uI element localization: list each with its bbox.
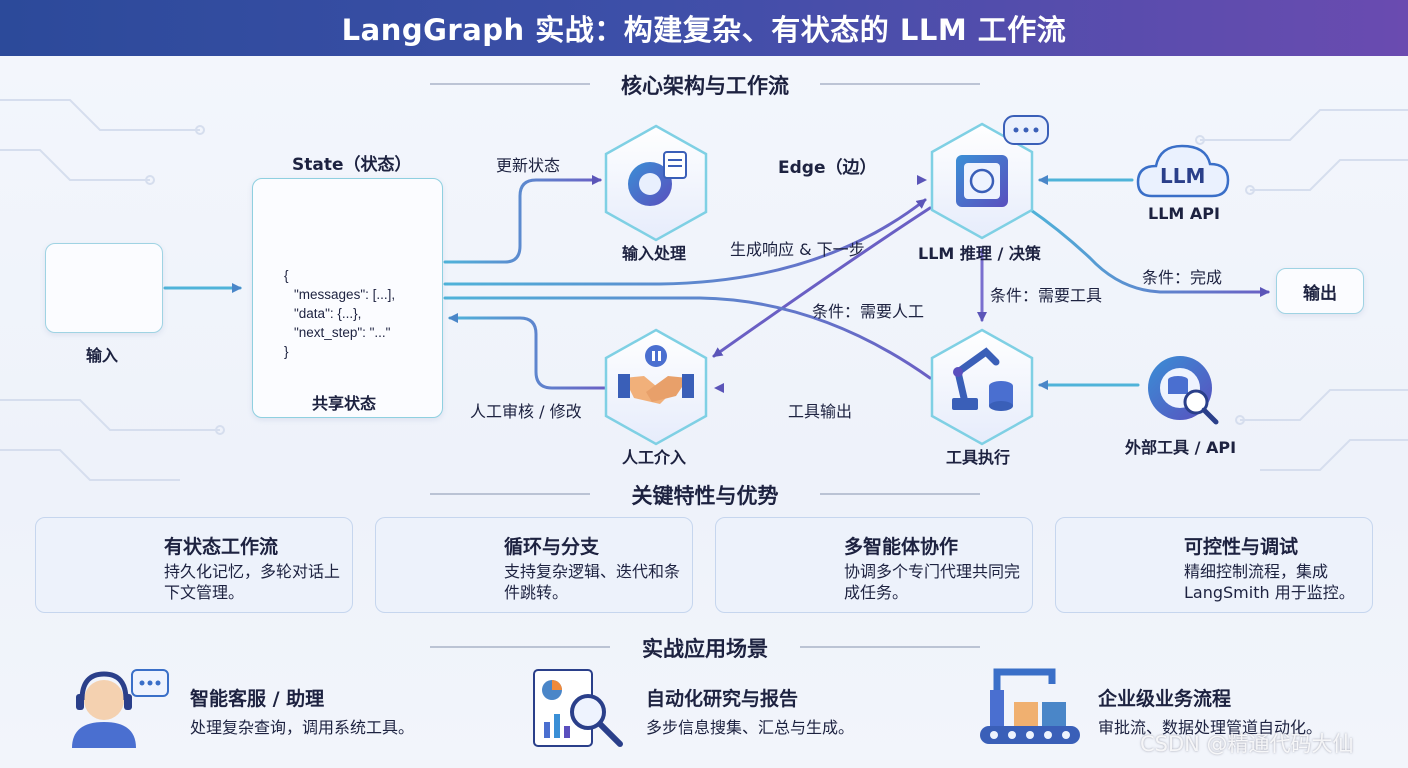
llm-reasoning-label: LLM 推理 / 决策	[918, 244, 1041, 263]
edge-label-update-state: 更新状态	[496, 156, 561, 175]
robot-arm-database-icon	[952, 347, 1013, 411]
chat-bubble-icon	[1003, 115, 1049, 145]
output-node: 输出	[1276, 268, 1364, 314]
code-line: "data": {...},	[294, 306, 362, 321]
edge-label-gen-response: 生成响应 & 下一步	[730, 240, 865, 259]
input-node	[45, 243, 163, 333]
feature-card-control: 可控性与调试 精细控制流程，集成 LangSmith 用于监控。	[1055, 517, 1373, 613]
circuit-decoration	[0, 99, 1408, 481]
scenario-title: 智能客服 / 助理	[190, 688, 325, 710]
hex-llm-reasoning	[930, 115, 1049, 240]
title-banner: LangGraph 实战：构建复杂、有状态的 LLM 工作流	[0, 0, 1408, 56]
report-magnifier-icon	[533, 669, 623, 747]
edge-label-tool-output: 工具输出	[788, 402, 853, 421]
page-title: LangGraph 实战：构建复杂、有状态的 LLM 工作流	[341, 13, 1067, 47]
code-line: {	[284, 268, 289, 283]
handshake-icon	[618, 345, 694, 404]
state-node	[252, 178, 443, 418]
code-line: "next_step": "..."	[294, 325, 391, 340]
edge-label-human-review: 人工审核 / 修改	[470, 402, 582, 421]
robot-arm-conveyor-icon	[980, 668, 1080, 744]
feature-title: 有状态工作流	[164, 536, 279, 558]
headset-agent-icon	[72, 669, 169, 748]
gear-document-icon	[628, 151, 687, 206]
ai-chip-icon	[956, 155, 1008, 207]
scenario-desc: 审批流、数据处理管道自动化。	[1098, 718, 1323, 737]
scenario-title: 企业级业务流程	[1098, 688, 1232, 710]
feature-card-stateful: 有状态工作流 持久化记忆，多轮对话上下文管理。	[35, 517, 353, 613]
human-label: 人工介入	[622, 448, 687, 467]
scenario-desc: 多步信息搜集、汇总与生成。	[646, 718, 855, 737]
scenario-title: 自动化研究与报告	[646, 688, 799, 710]
feature-title: 循环与分支	[504, 536, 600, 558]
hex-input-processing	[604, 124, 708, 242]
hex-tool-exec	[930, 328, 1034, 446]
gear-database-magnifier-icon	[1148, 356, 1219, 425]
code-line: "messages": [...],	[294, 287, 396, 302]
edge-cond-done	[1026, 206, 1270, 297]
edge-human-review	[448, 313, 608, 390]
edge-label-cond-tool: 条件：需要工具	[990, 286, 1103, 305]
feature-desc: 持久化记忆，多轮对话上下文管理。	[164, 562, 341, 602]
llm-api-label: LLM API	[1148, 204, 1220, 223]
feature-card-loops: 循环与分支 支持复杂逻辑、迭代和条件跳转。	[375, 517, 693, 613]
state-title: State（状态）	[292, 155, 412, 175]
tool-exec-label: 工具执行	[946, 448, 1011, 467]
code-line: }	[284, 344, 289, 359]
feature-desc: 协调多个专门代理共同完成任务。	[844, 562, 1021, 602]
edge-state-to-llm-response	[443, 198, 927, 286]
edge-label-cond-human: 条件：需要人工	[812, 302, 925, 321]
section-dividers	[430, 83, 980, 648]
external-tools-label: 外部工具 / API	[1125, 438, 1237, 457]
edge-label-cond-done: 条件：完成	[1142, 268, 1223, 287]
input-label: 输入	[86, 346, 119, 365]
feature-desc: 精细控制流程，集成 LangSmith 用于监控。	[1184, 562, 1355, 602]
edge-cond-human	[712, 206, 932, 358]
state-caption: 共享状态	[312, 394, 377, 413]
edge-state-to-tool	[443, 296, 932, 380]
watermark: CSDN @精通代码大仙	[1140, 732, 1354, 756]
edge-label-edge: Edge（边）	[778, 158, 877, 178]
section-features-title: 关键特性与优势	[631, 484, 779, 508]
feature-title: 多智能体协作	[844, 536, 959, 558]
scenario-desc: 处理复杂查询，调用系统工具。	[190, 718, 415, 737]
state-code: { "messages": [...], "data": {...}, "nex…	[270, 266, 430, 378]
input-processing-label: 输入处理	[622, 244, 687, 263]
cloud-icon	[1136, 144, 1230, 198]
feature-desc: 支持复杂逻辑、迭代和条件跳转。	[504, 562, 681, 602]
section-scenarios-title: 实战应用场景	[642, 637, 768, 661]
section-architecture-title: 核心架构与工作流	[621, 74, 789, 98]
llm-api-logo: LLM	[1160, 164, 1206, 188]
feature-title: 可控性与调试	[1184, 536, 1299, 558]
feature-card-multi-agent: 多智能体协作 协调多个专门代理共同完成任务。	[715, 517, 1033, 613]
edge-update-state	[443, 175, 602, 264]
hex-human	[604, 328, 708, 446]
